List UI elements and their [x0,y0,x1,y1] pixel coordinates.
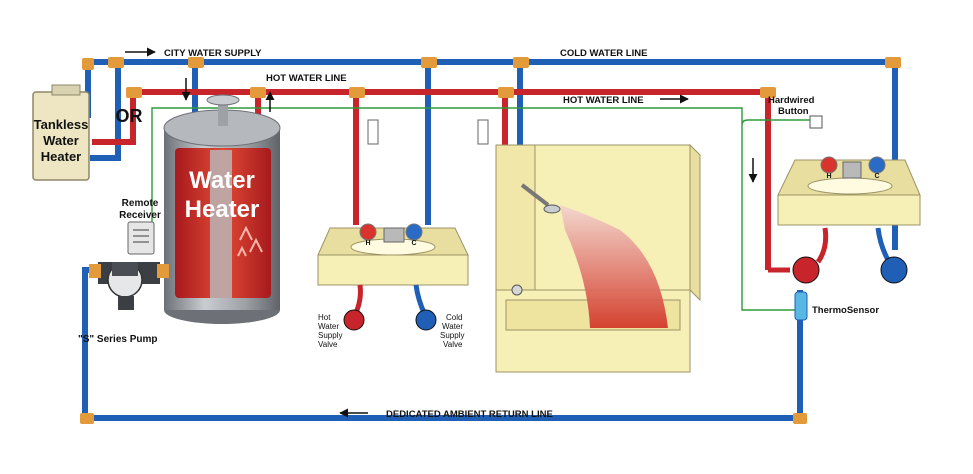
s-series-pump [89,262,169,310]
shower-tub [495,143,701,373]
remote-label-1: Remote [122,198,159,209]
water-heater-tank: Water Heater [163,94,281,324]
center-sink: H C [317,223,469,331]
right-sink: H C [777,156,921,284]
hot-valve-label-1: Hot [318,313,331,322]
or-label: OR [116,106,143,126]
hot-valve-label-3: Supply [318,331,342,340]
cold-tankless-pipe [90,62,121,161]
cold-right-sink-pipe [875,227,891,262]
remote-label-2: Receiver [119,210,161,221]
city-water-supply-label: CITY WATER SUPPLY [164,48,262,59]
center-faucet-c: C [411,240,416,247]
right-faucet-h: H [826,173,831,180]
cold-water-line-label: COLD WATER LINE [560,48,647,59]
water-heater-label-1: Water [189,167,255,194]
hardwired-label-2: Button [778,106,809,117]
return-line-label: DEDICATED AMBIENT RETURN LINE [386,409,553,420]
pump-label: "S" Series Pump [78,334,158,345]
cold-valve-label-3: Supply [440,331,464,340]
signal-wire [140,107,810,311]
tankless-label-3: Heater [41,149,81,164]
hardwired-label-1: Hardwired [768,95,815,106]
tankless-label-1: Tankless [34,117,89,132]
hot-water-line-top-label: HOT WATER LINE [266,73,347,84]
right-faucet-c: C [874,173,879,180]
thermosensor [794,291,808,321]
tankless-label-2: Water [43,133,79,148]
hot-tankless-pipe [92,92,136,145]
water-heater-label-2: Heater [185,196,260,223]
remote-receiver [127,221,155,255]
hot-right-sink-pipe [768,227,829,273]
hardwired-button [809,115,823,129]
tankless-water-heater: Tankless Water Heater [32,84,90,181]
cold-valve-label-1: Cold [446,313,462,322]
hot-valve-label-2: Water [318,322,339,331]
cold-valve-label-4: Valve [443,340,463,349]
center-wall-switches [367,119,489,145]
cold-valve-label-2: Water [442,322,463,331]
pipe-fittings [80,57,901,424]
thermosensor-label: ThermoSensor [812,305,879,316]
hot-water-line-mid-label: HOT WATER LINE [563,95,644,106]
center-faucet-h: H [365,240,370,247]
hot-valve-label-4: Valve [318,340,338,349]
